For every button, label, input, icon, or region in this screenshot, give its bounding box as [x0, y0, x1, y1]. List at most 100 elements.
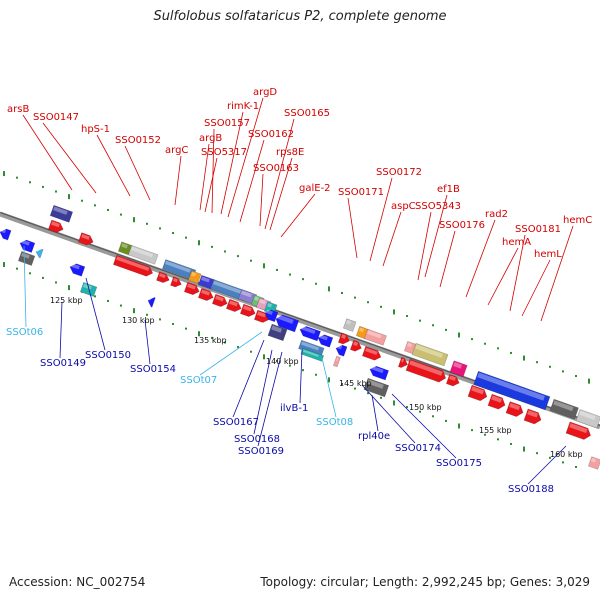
- leader-line: [417, 211, 432, 281]
- tick-dot: [224, 250, 226, 253]
- gene-label: SSO0169: [238, 446, 284, 457]
- gene-feature: [369, 365, 390, 381]
- gene-highlight: [159, 273, 166, 279]
- gene-highlight: [371, 365, 384, 374]
- gene-label: SSO0152: [115, 135, 161, 146]
- gene-shape: [317, 334, 334, 348]
- gene-shape: [239, 303, 256, 317]
- tick-dot: [237, 346, 239, 349]
- gene-highlight: [149, 297, 152, 301]
- tick-dot: [81, 199, 83, 202]
- gene-highlight: [121, 243, 128, 249]
- gene-shape: [342, 318, 357, 332]
- tick-dot: [133, 217, 135, 223]
- leader-line: [124, 145, 151, 201]
- gene-label: ef1B: [437, 184, 460, 195]
- gene-feature: [361, 346, 382, 361]
- gene-highlight: [401, 358, 405, 363]
- gene-highlight: [365, 347, 378, 356]
- gene-highlight: [254, 296, 260, 301]
- gene-highlight: [346, 319, 352, 325]
- gene-highlight: [491, 395, 503, 403]
- gene-feature: [405, 358, 447, 383]
- tick-dot: [328, 286, 330, 292]
- gene-shape: [225, 298, 242, 312]
- gene-feature: [79, 281, 98, 297]
- gene-label: SSO0168: [234, 434, 280, 445]
- tick-dot: [458, 332, 460, 338]
- gene-shape: [197, 274, 216, 290]
- gene-highlight: [37, 248, 40, 253]
- tick-dot: [159, 318, 161, 321]
- tick-dot: [393, 400, 395, 406]
- gene-shape: [69, 263, 86, 277]
- leader-line: [321, 357, 337, 418]
- gene-highlight: [359, 327, 365, 333]
- gene-feature: [17, 251, 36, 266]
- gene-shape: [565, 421, 591, 440]
- scale-tick-label: 150 kbp: [409, 403, 442, 412]
- gene-highlight: [336, 357, 339, 362]
- gene-highlight: [201, 289, 210, 296]
- gene-shape: [79, 281, 98, 297]
- tick-dot: [341, 382, 343, 385]
- leader-line: [264, 118, 295, 230]
- leader-line: [540, 225, 574, 322]
- gene-shape: [170, 276, 182, 288]
- gene-label: argB: [199, 133, 222, 144]
- genome-info-text: Topology: circular; Length: 2,992,245 bp…: [260, 575, 590, 589]
- tick-dot: [484, 433, 486, 436]
- tick-dot: [211, 245, 213, 248]
- gene-highlight: [241, 290, 252, 298]
- tick-dot: [549, 456, 551, 459]
- tick-dot: [94, 204, 96, 207]
- tick-dot: [302, 369, 304, 372]
- tick-dot: [380, 396, 382, 399]
- gene-feature: [549, 398, 579, 420]
- gene-shape: [487, 393, 506, 410]
- gene-shape: [337, 332, 350, 345]
- gene-feature: [35, 248, 44, 259]
- gene-shape: [264, 309, 279, 323]
- tick-dot: [445, 419, 447, 422]
- tick-dot-rows: [3, 171, 590, 469]
- leader-line: [509, 234, 526, 312]
- gene-highlight: [553, 400, 574, 412]
- gene-highlight: [21, 239, 30, 246]
- tick-dot: [29, 272, 31, 275]
- tick-dot: [16, 176, 18, 179]
- gene-highlight: [215, 295, 224, 302]
- gene-shape: [299, 326, 321, 342]
- tick-dot: [406, 315, 408, 318]
- gene-shape: [575, 409, 600, 429]
- gene-highlight: [53, 206, 68, 215]
- leader-line: [280, 193, 316, 238]
- tick-dot: [393, 309, 395, 315]
- gene-feature: [397, 356, 408, 368]
- leader-line: [369, 177, 393, 262]
- gene-highlight: [271, 325, 283, 333]
- gene-highlight: [509, 402, 521, 411]
- gene-feature: [197, 287, 214, 302]
- gene-highlight: [191, 271, 197, 277]
- gene-feature: [363, 328, 387, 346]
- gene-shape: [411, 342, 449, 367]
- tick-dot: [120, 304, 122, 307]
- gene-highlight: [116, 256, 150, 272]
- gene-shape: [405, 358, 447, 383]
- tick-dot: [289, 273, 291, 276]
- gene-highlight: [471, 386, 484, 395]
- gene-shape: [332, 355, 341, 368]
- tick-dot: [562, 370, 564, 373]
- gene-shape: [349, 339, 362, 352]
- gene-feature: [505, 401, 524, 417]
- tick-dot: [575, 466, 577, 469]
- gene-label: SSO0149: [40, 358, 86, 369]
- gene-feature: [445, 373, 460, 387]
- gene-shape: [549, 398, 579, 420]
- leader-line: [371, 394, 379, 432]
- leader-line: [227, 97, 264, 218]
- gene-shape: [117, 241, 134, 256]
